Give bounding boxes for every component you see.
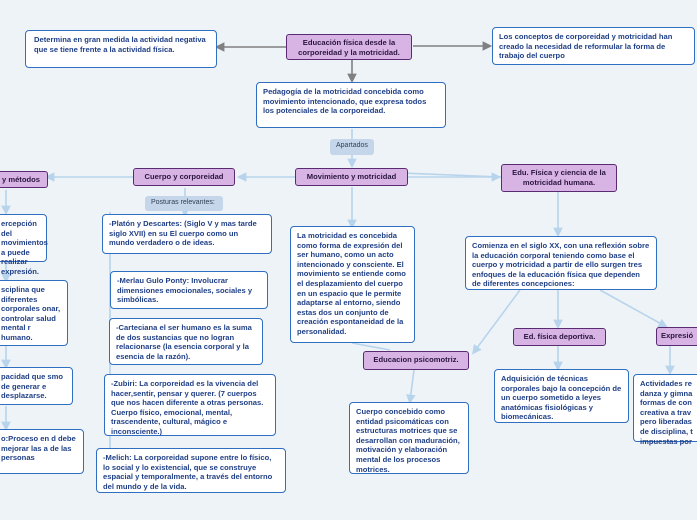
posture-plato-descartes[interactable]: -Platón y Descartes: (Siglo V y mas tard… [102,214,272,254]
left-item-1[interactable]: ercepción del movimientos a puede realiz… [0,214,48,276]
branch-methods[interactable]: y métodos [0,171,48,188]
sport-note-node[interactable]: Adquisición de técnicas corporales bajo … [494,369,629,423]
posturas-link-label: Posturas relevantes: [145,196,223,211]
left-item-2[interactable]: sciplina que diferentes corporales onar,… [0,280,68,346]
sport-node[interactable]: Ed. física deportiva. [513,328,606,346]
posture-melich[interactable]: -Melich: La corporeidad supone entre lo … [96,448,286,493]
psychomotor-node[interactable]: Educacion psicomotriz. [363,351,469,370]
left-item-4[interactable]: o:Proceso en d debe mejorar las a de las… [0,429,84,474]
apartados-link-label: Apartados [330,139,374,155]
century-note-node[interactable]: Comienza en el siglo XX, con una reflexi… [465,236,657,290]
posture-zubiri[interactable]: -Zubiri: La corporeidad es la vivencia d… [104,374,276,436]
root-topic[interactable]: Educación física desde la corporeidad y … [286,34,412,60]
left-item-3[interactable]: pacidad que smo de generar e desplazarse… [0,367,73,405]
branch-body[interactable]: Cuerpo y corporeidad [133,168,235,186]
motricity-note-node[interactable]: La motricidad es concebida como forma de… [290,226,415,343]
posture-merlau-ponty[interactable]: -Merlau Gulo Ponty: Involucrar dimension… [110,271,268,309]
psychomotor-note-node[interactable]: Cuerpo concebido como entidad psicomátic… [349,402,469,474]
branch-edu[interactable]: Edu. Física y ciencia de la motricidad h… [501,164,617,192]
pedagogy-node[interactable]: Pedagogía de la motricidad concebida com… [256,82,446,128]
expression-node[interactable]: Expresió [656,327,697,346]
right-note-node[interactable]: Los conceptos de corporeidad y motricida… [492,27,695,65]
branch-movement[interactable]: Movimiento y motricidad [295,168,408,186]
expression-note-node[interactable]: Actividades re danza y gimna formas de c… [633,374,697,446]
left-note-node[interactable]: Determina en gran medida la actividad ne… [25,30,217,68]
posture-carteciana[interactable]: -Carteciana el ser humano es la suma de … [109,318,263,365]
